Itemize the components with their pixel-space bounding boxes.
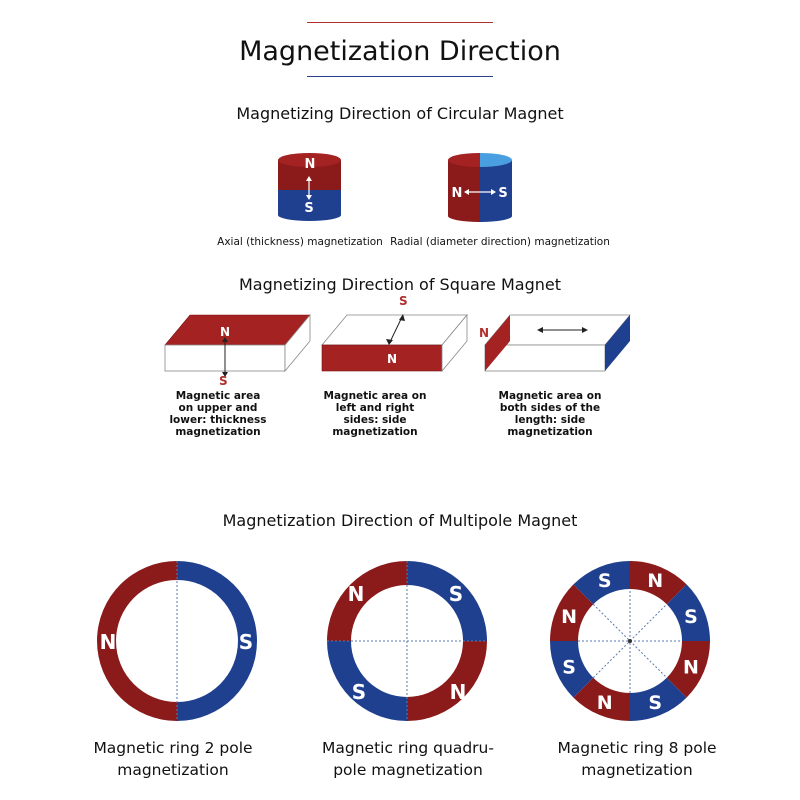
square-heading: Magnetizing Direction of Square Magnet (238, 275, 561, 294)
radial-s-label: S (498, 186, 507, 201)
ring-4-pole: N S N S (327, 561, 487, 721)
ring4-s-label-tr: S (449, 582, 463, 606)
ring8-caption-line1: Magnetic ring 8 pole (557, 739, 717, 757)
ring8-pole-label: N (561, 606, 577, 628)
side-caption: Magnetic area on left and right sides: s… (323, 390, 427, 438)
ring8-pole-label: S (648, 692, 662, 714)
axial-s-label: S (304, 201, 313, 216)
multipole-heading: Magnetization Direction of Multipole Mag… (222, 511, 578, 530)
thickness-n-label: N (220, 325, 230, 339)
circular-heading: Magnetizing Direction of Circular Magnet (236, 104, 564, 123)
ring2-caption: Magnetic ring 2 pole magnetization (73, 737, 273, 781)
ring8-pole-label: S (684, 606, 698, 628)
side-n-label: N (387, 352, 397, 366)
ring2-caption-line2: magnetization (117, 761, 229, 779)
ring8-caption: Magnetic ring 8 pole magnetization (537, 737, 737, 781)
ring4-caption-line2: pole magnetization (333, 761, 483, 779)
ring2-s-label: S (239, 630, 253, 654)
ring8-center-dot (628, 639, 632, 643)
thickness-s-label: S (219, 374, 228, 388)
ring8-sector (573, 561, 630, 605)
thickness-block: N (164, 313, 311, 377)
radial-cylinder: N S (448, 153, 512, 222)
ring8-pole-label: S (598, 570, 612, 592)
radial-caption: Radial (diameter direction) magnetizatio… (390, 236, 610, 248)
ring4-caption: Magnetic ring quadru- pole magnetization (308, 737, 508, 781)
title-underline (307, 76, 493, 77)
axial-cylinder: N S (278, 153, 341, 221)
ring4-n-label-tl: N (348, 582, 365, 606)
ring8-pole-label: S (562, 656, 576, 678)
ring4-s-label-bl: S (352, 680, 366, 704)
side-s-label: S (399, 294, 408, 308)
ring8-sector (666, 641, 710, 698)
ring8-sector (630, 561, 687, 605)
ring8-caption-line2: magnetization (581, 761, 693, 779)
length-block (484, 314, 631, 372)
ring8-sector (550, 584, 594, 641)
axial-caption: Axial (thickness) magnetization (217, 236, 383, 248)
side-block: N (321, 313, 468, 373)
page-title: Magnetization Direction (239, 36, 561, 67)
axial-n-label: N (305, 157, 316, 172)
length-n-label: N (479, 326, 490, 340)
ring8-sector (573, 677, 630, 721)
ring8-sector (550, 641, 594, 698)
radial-n-label: N (452, 186, 463, 201)
ring2-caption-line1: Magnetic ring 2 pole (93, 739, 253, 757)
ring8-sector (666, 584, 710, 641)
ring4-caption-line1: Magnetic ring quadru- (322, 739, 494, 757)
ring8-sector (630, 677, 687, 721)
ring8-pole-label: N (683, 656, 699, 678)
ring2-n-label: N (100, 630, 117, 654)
thickness-caption: Magnetic area on upper and lower: thickn… (169, 390, 267, 438)
top-rule (307, 22, 493, 23)
ring-2-pole: N S (97, 561, 257, 721)
ring8-pole-label: N (597, 692, 613, 714)
ring8-pole-label: N (647, 570, 663, 592)
length-caption: Magnetic area on both sides of the lengt… (498, 390, 602, 438)
ring4-n-label-br: N (450, 680, 467, 704)
